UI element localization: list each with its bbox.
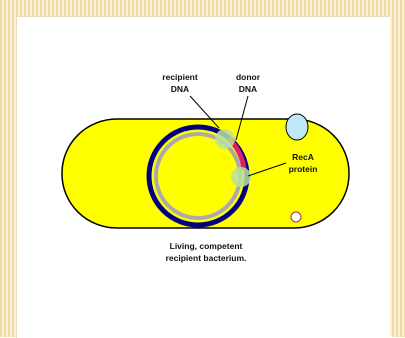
caption-line2: recipient bacterium. bbox=[166, 253, 247, 263]
caption-line1: Living, competent bbox=[170, 241, 243, 251]
donor-dna-label-line2: DNA bbox=[239, 84, 257, 94]
reca-label-line1: RecA bbox=[292, 152, 314, 162]
reca-label-line2: protein bbox=[289, 164, 318, 174]
reca-protein-upper bbox=[215, 129, 235, 149]
small-granule bbox=[291, 212, 301, 222]
donor-dna-label-line1: donor bbox=[236, 72, 261, 82]
recipient-dna-label-line1: recipient bbox=[162, 72, 198, 82]
plasmid bbox=[286, 114, 308, 140]
recipient-dna-label-line2: DNA bbox=[171, 84, 189, 94]
reca-protein-lower bbox=[231, 167, 251, 187]
